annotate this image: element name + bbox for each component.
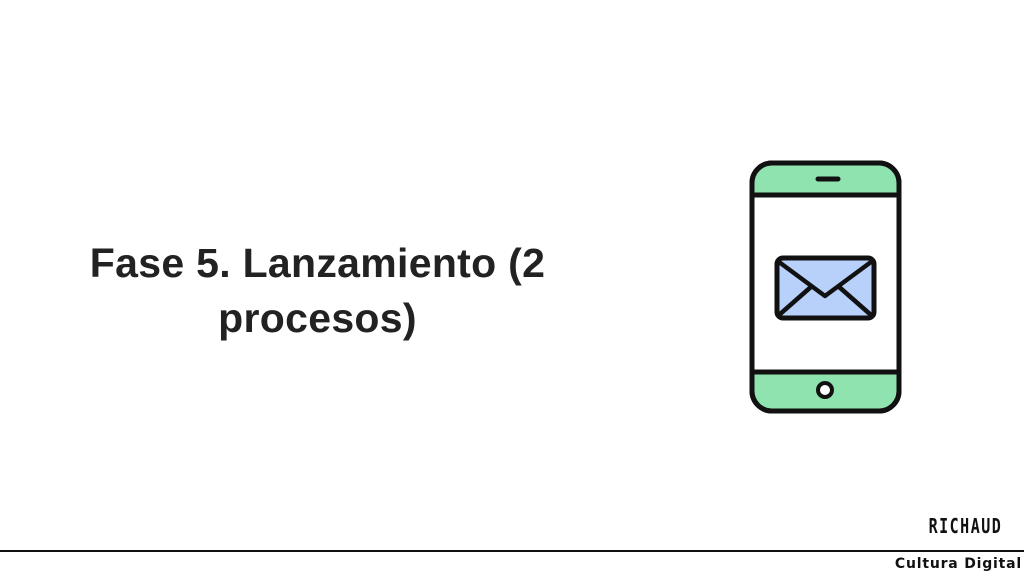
envelope-icon: [774, 255, 877, 321]
slide-title: Fase 5. Lanzamiento (2 procesos): [89, 240, 546, 341]
brand-logo: RICHAUD: [928, 514, 1002, 538]
brand-subtitle: Cultura Digital: [894, 556, 1022, 572]
divider: [0, 550, 1024, 552]
